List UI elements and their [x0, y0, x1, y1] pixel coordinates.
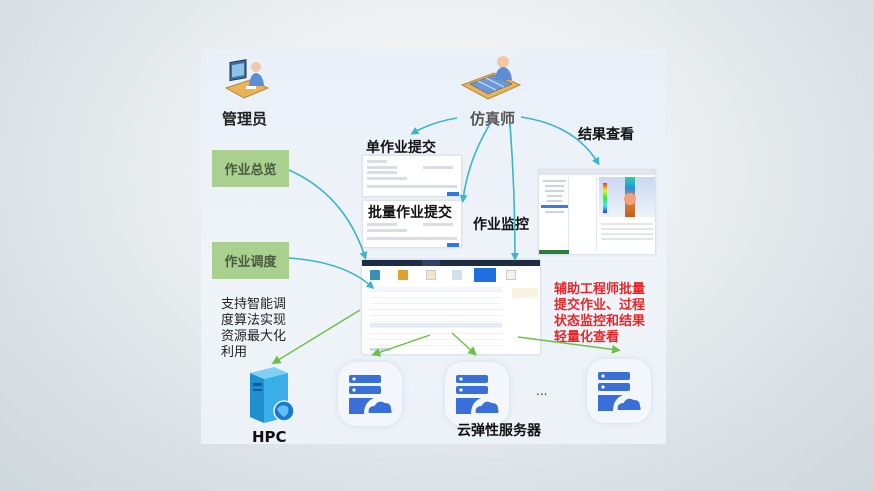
monitor-label: 作业监控: [473, 217, 529, 233]
scheduling-note-line: 度算法实现: [221, 313, 287, 328]
highlight-note-line: 状态监控和结果: [554, 314, 646, 329]
cloud-server-tile[interactable]: [445, 362, 509, 426]
job-overview-box[interactable]: 作业总览: [212, 150, 289, 187]
engineer-workstation-icon: [460, 53, 522, 101]
result-view-screenshot: [538, 169, 656, 255]
single-submit-label: 单作业提交: [366, 140, 436, 156]
admin-label: 管理员: [222, 110, 268, 128]
highlight-note: 辅助工程师批量 提交作业、过程 状态监控和结果 轻量化查看: [554, 282, 645, 346]
admin-workstation-icon: [222, 58, 272, 104]
hpc-label: HPC: [252, 428, 287, 446]
cloud-server-icon: [349, 375, 394, 415]
more-servers-ellipsis: ...: [536, 384, 548, 398]
cloud-server-tile[interactable]: [338, 362, 402, 426]
scheduling-note-line: 利用: [221, 345, 248, 360]
hpc-server-icon: [244, 365, 300, 425]
batch-submit-label: 批量作业提交: [368, 205, 452, 221]
batch-submit-form-screenshot: [362, 200, 462, 248]
scheduling-note: 支持智能调 度算法实现 资源最大化 利用: [221, 297, 286, 361]
scheduling-note-line: 资源最大化: [221, 329, 287, 344]
engineer-label: 仿真师: [470, 110, 516, 128]
job-monitor-screenshot: [361, 259, 541, 355]
highlight-note-line: 辅助工程师批量: [554, 282, 646, 297]
cloud-server-icon: [598, 372, 643, 412]
highlight-note-line: 提交作业、过程: [554, 298, 646, 313]
job-scheduling-box[interactable]: 作业调度: [212, 242, 289, 279]
result-view-label: 结果查看: [578, 127, 634, 143]
cloud-server-label: 云弹性服务器: [457, 423, 541, 439]
cloud-server-tile[interactable]: [587, 359, 651, 423]
cloud-server-icon: [456, 375, 501, 415]
scheduling-note-line: 支持智能调: [221, 297, 287, 312]
single-submit-form-screenshot: [362, 155, 462, 197]
highlight-note-line: 轻量化查看: [554, 330, 620, 345]
